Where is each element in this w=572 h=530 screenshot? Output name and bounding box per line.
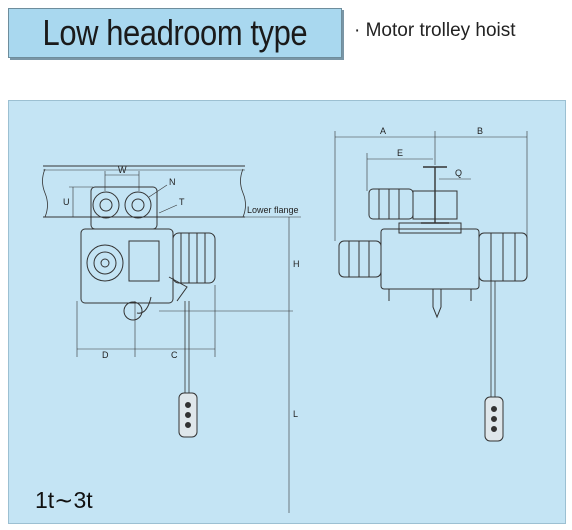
hoist-drawing: W N U T Lower flange H D C L A B E Q [42,126,528,513]
trolley-wheel-right-hub [131,198,145,212]
label-t: T [179,197,185,207]
label-d: D [102,350,109,360]
capacity-label: 1t∼3t [35,487,93,513]
hook-linkage [168,276,188,302]
hoist-gear-inner [93,251,117,275]
title-box: Low headroom type [8,8,342,58]
trolley-wheel-left-hub [99,198,113,212]
beam-break-right [240,168,246,218]
beam-section [421,166,449,224]
label-lower-flange: Lower flange [247,205,299,215]
diagram-panel: W N U T Lower flange H D C L A B E Q 1t∼… [8,100,566,524]
label-h: H [293,259,300,269]
label-n: N [169,177,176,187]
page-title: Low headroom type [42,12,308,53]
label-a: A [380,126,386,136]
pendant-button-3 [185,422,191,428]
front-pendant-button-3 [491,426,497,432]
page-subtitle: · Motor trolley hoist [354,20,516,41]
trolley-wheel-left [92,191,120,219]
hoist-motor [172,232,216,284]
beam-break-left [42,168,48,218]
trolley-wheel-right [124,191,152,219]
front-hoist-body [380,228,480,290]
trolley-frame-front [412,190,458,220]
front-hoist-motor [338,240,382,278]
pendant-button-1 [185,402,191,408]
leader-t [158,204,178,214]
hoist-gear-hub [100,258,110,268]
hook-sheave [123,301,143,321]
label-u: U [63,197,70,207]
label-e: E [397,148,403,158]
hook [136,296,152,314]
front-pendant-button-1 [491,406,497,412]
hoist-drum [128,240,160,282]
side-view [42,165,301,513]
front-view [334,131,528,442]
front-pendant-button-2 [491,416,497,422]
leader-n [148,184,168,198]
label-b: B [477,126,483,136]
front-hook [432,289,442,319]
label-l: L [293,409,298,419]
label-c: C [171,350,178,360]
trolley-motor [368,188,414,220]
hoist-gear [86,244,124,282]
front-hoist-cap [398,222,462,234]
pendant-button-2 [185,412,191,418]
label-w: W [118,165,127,175]
label-q: Q [455,168,462,178]
